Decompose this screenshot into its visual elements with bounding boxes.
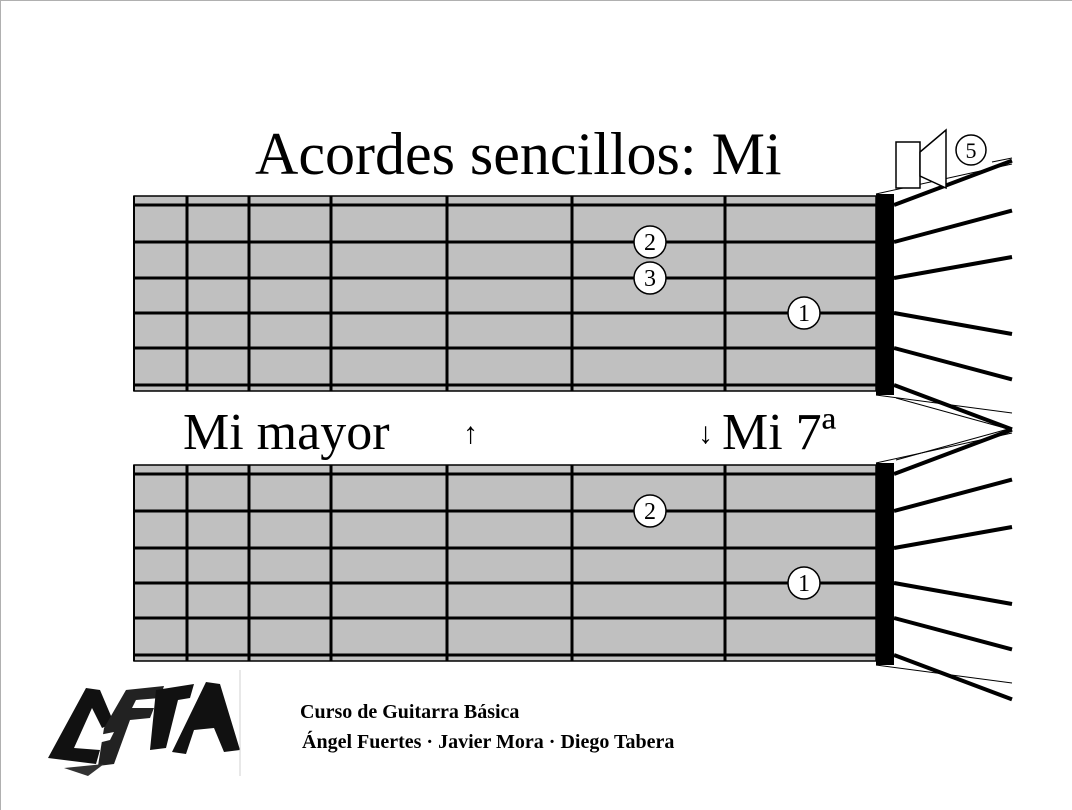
slide-border-left — [0, 0, 1, 810]
string-extension — [893, 383, 1013, 432]
headstock-edge — [895, 397, 1013, 431]
headstock-edge — [895, 427, 1013, 461]
finger-number: 2 — [644, 499, 656, 525]
finger-number: 3 — [644, 266, 656, 292]
authors: Ángel Fuertes · Javier Mora · Diego Tabe… — [302, 731, 675, 753]
finger-number: 1 — [798, 301, 810, 327]
nut — [876, 463, 894, 665]
string-extension — [893, 311, 1013, 336]
finger-number: 2 — [644, 230, 656, 256]
speaker-badge — [955, 134, 987, 166]
string-extension — [893, 427, 1013, 476]
finger-number: 1 — [798, 571, 810, 597]
string-extension — [893, 581, 1013, 606]
headstock-edge — [875, 664, 1013, 684]
headstock-edge — [875, 432, 1013, 464]
finger-dot — [633, 494, 667, 528]
headstock-edge — [875, 394, 1013, 414]
finger-dot — [787, 296, 821, 330]
string-extension — [893, 525, 1013, 550]
chord-name-major: Mi mayor — [183, 404, 390, 461]
string-extension — [893, 653, 1013, 702]
afta-logo — [48, 670, 241, 776]
credits: Curso de Guitarra Básica Ángel Fuertes ·… — [300, 697, 674, 757]
chord-name-seventh: Mi 7ª — [722, 404, 837, 461]
string-extension — [893, 616, 1013, 652]
finger-dot — [633, 261, 667, 295]
arrow-down-icon: ↓ — [698, 417, 713, 450]
speaker-cone-icon — [919, 128, 947, 190]
speaker-icon — [895, 141, 921, 189]
finger-dot — [633, 225, 667, 259]
string-extension — [893, 255, 1013, 280]
fretboard — [133, 195, 877, 392]
course-title: Curso de Guitarra Básica — [300, 701, 520, 723]
fretboard — [133, 464, 877, 662]
slide-border-top — [0, 0, 1072, 1]
page-title: Acordes sencillos: Mi — [255, 121, 782, 187]
nut — [876, 194, 894, 395]
string-extension — [893, 477, 1013, 513]
speaker-badge-number: 5 — [966, 138, 977, 163]
string-extension — [893, 208, 1013, 244]
string-extension — [893, 346, 1013, 382]
speaker-line — [991, 157, 1013, 163]
arrow-up-icon: ↑ — [463, 417, 478, 450]
finger-dot — [787, 566, 821, 600]
